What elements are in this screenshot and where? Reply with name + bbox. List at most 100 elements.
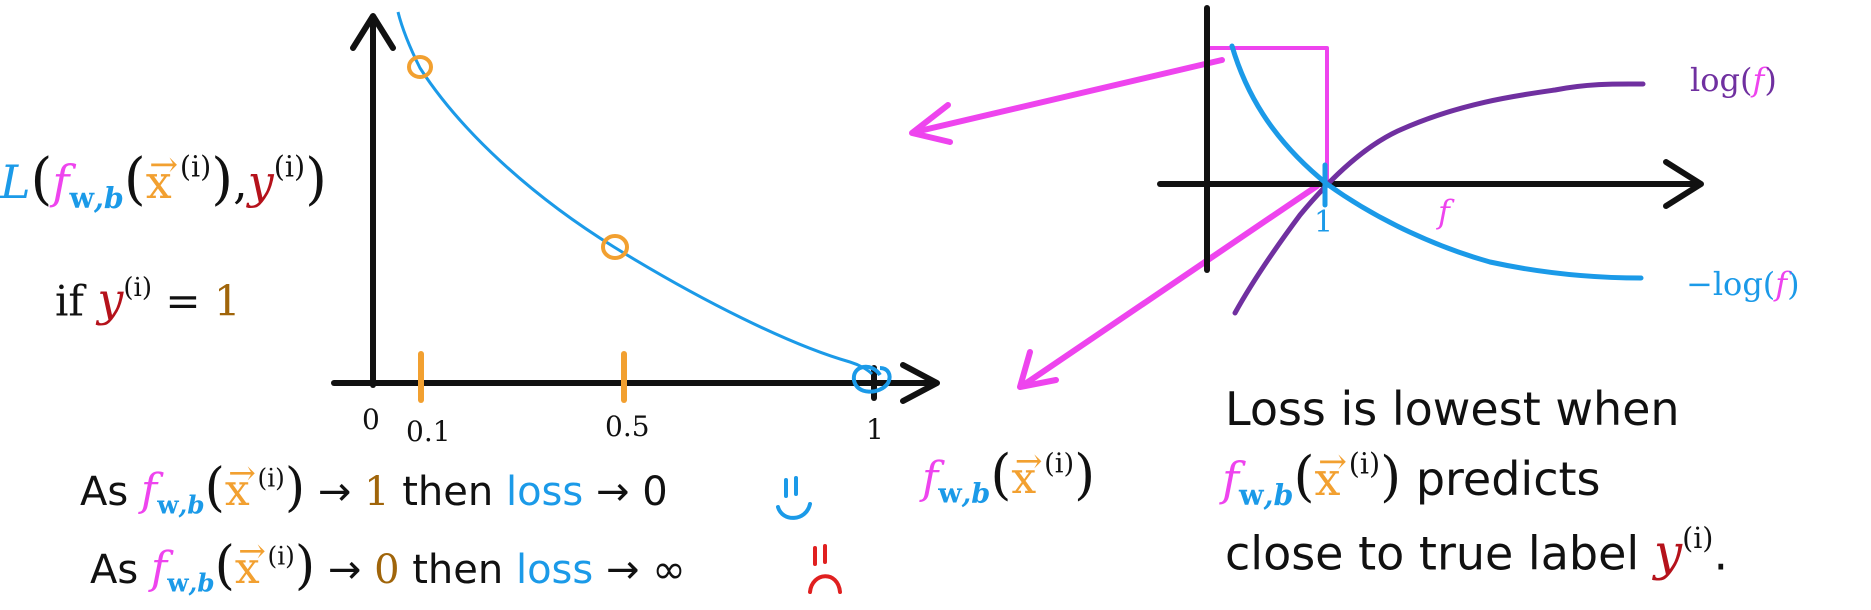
zoom-arrow-upper <box>912 57 1225 135</box>
condition-y: y <box>97 272 124 327</box>
log-f-curve <box>1232 81 1646 316</box>
zoom-vector-x: x→ <box>1011 444 1044 504</box>
condition-value: 1 <box>213 276 241 326</box>
open-paren: ( <box>30 147 53 212</box>
concl-period: . <box>1713 526 1729 581</box>
stmt1-subscript-b: ,b <box>178 490 205 520</box>
concl-superscript-i: (i) <box>1348 447 1381 481</box>
log-f-suffix: ) <box>1764 61 1777 99</box>
condition: if y(i) = 1 <box>55 275 241 323</box>
marker-0-5 <box>601 234 629 260</box>
log-f-var: f <box>1752 61 1765 99</box>
concl-superscript-i-y: (i) <box>1682 522 1714 555</box>
equals-sign: = <box>165 276 201 326</box>
stmt1-subscript-w: w <box>157 490 179 520</box>
subscript-w: w <box>69 180 94 215</box>
concl-predicts: predicts <box>1415 452 1601 506</box>
concl-f: f <box>1222 452 1240 506</box>
comma: , <box>233 155 248 209</box>
tick-label-0-1: 0.1 <box>406 415 451 448</box>
conclusion-line-2: fw,b(x→(i)) predicts <box>1222 444 1601 512</box>
statement-line-1: As fw,b(x→(i)) → 1 then loss → 0 <box>80 456 668 520</box>
zoom-label: fw,b(x→(i)) <box>922 444 1095 510</box>
left-x-axis-arrowhead <box>900 362 940 404</box>
stmt1-close-paren: ) <box>284 458 306 518</box>
condition-superscript-i: (i) <box>123 273 152 303</box>
statement-line-2: As fw,b(x→(i)) → 0 then loss → ∞ <box>90 534 686 598</box>
concl-label-y: y <box>1653 523 1683 582</box>
stmt2-f: f <box>150 543 168 594</box>
left-y-axis-arrowhead <box>350 13 396 51</box>
then-word-1: then <box>402 469 494 515</box>
subscript-b: ,b <box>94 180 124 215</box>
conclusion-line-3: close to true label y(i). <box>1225 522 1729 581</box>
model-f: f <box>52 155 70 209</box>
concl-line3-text: close to true label <box>1225 526 1640 581</box>
right-plot <box>1157 5 1704 316</box>
close-paren-1: ) <box>211 147 234 212</box>
right-tick-label-1: 1 <box>1314 205 1334 240</box>
concl-vector-arrow: → <box>1318 441 1347 482</box>
stmt1-result: 0 <box>642 469 668 515</box>
log-f-label: log(f) <box>1690 64 1777 96</box>
tick-label-1: 1 <box>866 413 884 446</box>
stmt1-f: f <box>140 465 158 516</box>
neg-log-f-suffix: ) <box>1787 265 1800 303</box>
concl-vector-x-letter: x <box>1314 452 1341 506</box>
concl-close-paren: ) <box>1380 445 1402 508</box>
log-f-prefix: log( <box>1690 61 1753 99</box>
stmt1-vector-x: x→ <box>225 456 258 516</box>
stmt1-arrow: → <box>317 469 352 515</box>
stmt2-arrow: → <box>327 547 362 593</box>
zoom-subscript-b: ,b <box>961 477 991 510</box>
sad-face-emoticon <box>808 544 842 594</box>
stmt2-open-paren: ( <box>214 536 235 596</box>
stmt2-subscript-w: w <box>167 568 189 598</box>
loss-word-1: loss <box>505 469 584 515</box>
loss-word-2: loss <box>515 547 594 593</box>
zoom-close-paren: ) <box>1074 443 1096 506</box>
neg-log-f-var: f <box>1775 265 1788 303</box>
as-word-2: As <box>90 547 139 593</box>
zoom-box <box>1206 46 1329 185</box>
label-y: y <box>247 155 274 209</box>
zoom-superscript-i: (i) <box>1044 448 1075 480</box>
tick-label-0: 0 <box>362 403 380 436</box>
stmt2-close-paren: ) <box>294 536 316 596</box>
concl-subscript-w: w <box>1239 477 1264 512</box>
open-paren-2: ( <box>123 147 146 212</box>
zoom-f: f <box>922 453 939 504</box>
stmt1-open-paren: ( <box>204 458 225 518</box>
stmt2-target: 0 <box>374 547 400 593</box>
neg-log-f-prefix: −log( <box>1686 265 1776 303</box>
zoom-subscript-w: w <box>938 477 962 510</box>
zoom-arrow-upper-head <box>909 102 953 145</box>
tick-label-0-5: 0.5 <box>605 410 650 443</box>
if-word: if <box>55 276 84 326</box>
concl-subscript-b: ,b <box>1263 477 1294 512</box>
f-axis-label: f <box>1438 193 1450 231</box>
stmt2-result-arrow: → <box>605 547 640 593</box>
concl-open-paren: ( <box>1293 445 1315 508</box>
stmt1-result-arrow: → <box>595 469 630 515</box>
stmt2-result: ∞ <box>652 547 686 593</box>
left-plot-axes <box>331 13 940 404</box>
loss-symbol: L <box>0 155 31 209</box>
then-word-2: then <box>412 547 504 593</box>
stmt1-vector-arrow: → <box>228 452 256 492</box>
vector-arrow: → <box>149 144 179 185</box>
superscript-i: (i) <box>179 150 212 184</box>
stmt2-vector-x-letter: x <box>234 543 260 594</box>
vector-x-letter: x <box>145 155 172 209</box>
neg-log-f-curve <box>1229 43 1644 281</box>
stmt2-vector-arrow: → <box>238 530 266 570</box>
zoom-arrow-lower-head <box>1017 349 1059 390</box>
stmt1-target: 1 <box>364 469 390 515</box>
stmt2-superscript-i: (i) <box>267 541 295 571</box>
superscript-i-y: (i) <box>273 150 306 184</box>
zoom-open-paren: ( <box>990 443 1012 506</box>
loss-curve <box>396 11 874 376</box>
marker-0-1 <box>407 55 433 79</box>
